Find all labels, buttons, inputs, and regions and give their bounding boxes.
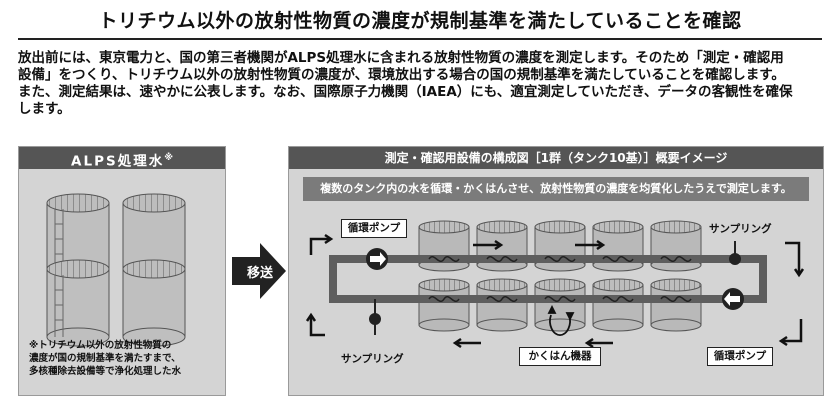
footnote-line: 多核種除去設備等で浄化処理した水 [29, 366, 182, 377]
sampling-valve-icon [369, 299, 381, 335]
pump-icon [366, 248, 388, 270]
tank-icon [418, 278, 470, 332]
tank-icon [534, 278, 586, 332]
page-title: トリチウム以外の放射性物質の濃度が規制基準を満たしていることを確認 [98, 10, 742, 32]
sampling-top-label: サンプリング [709, 223, 772, 235]
sampling-bottom-label: サンプリング [341, 353, 404, 365]
footnote-line: 濃度が国の規制基準を満たすまで、 [29, 353, 181, 364]
alps-water-footnote: ※トリチウム以外の放射性物質の 濃度が国の規制基準を満たすまで、 多核種除去設備… [29, 339, 223, 378]
circulation-flow-diagram [305, 220, 805, 349]
transfer-arrow-label: 移送 [246, 266, 273, 281]
transfer-arrow-icon [232, 243, 286, 299]
sampling-valve-icon [729, 241, 741, 265]
mixing-coil [428, 256, 692, 302]
tank-icon [650, 220, 702, 272]
intro-line: 設備」をつくり、トリチウム以外の放射性物質の濃度が、環境放出する場合の国の規制基… [18, 67, 785, 83]
intro-line: 放出前には、東京電力と、国の第三者機関がALPS処理水に含まれる放射性物質の濃度… [18, 50, 784, 66]
process-description-banner: 複数のタンク内の水を循環・かくはんさせ、放射性物質の濃度を均質化したうえで測定し… [303, 177, 809, 201]
tank-icon [476, 278, 528, 332]
alps-tanks-illustration [46, 193, 186, 347]
footnote-mark: ※ [164, 153, 173, 163]
tank-icon [592, 278, 644, 332]
tank-icon [650, 278, 702, 332]
footnote-line: ※トリチウム以外の放射性物質の [29, 340, 172, 351]
tank-icon [46, 259, 110, 347]
flow-arrow-icon [305, 233, 805, 349]
measurement-facility-header: 測定・確認用設備の構成図［1群（タンク10基）］概要イメージ [289, 147, 823, 169]
intro-text: 放出前には、東京電力と、国の第三者機関がALPS処理水に含まれる放射性物質の濃度… [18, 50, 824, 118]
alps-water-header: ALPS処理水※ [19, 147, 225, 170]
alps-water-title: ALPS処理水 [71, 153, 165, 170]
circulation-pipe [329, 255, 767, 303]
circulation-pump-bottom-label: 循環ポンプ [707, 347, 773, 366]
pump-icon [722, 288, 744, 310]
tank-icon [418, 220, 470, 272]
intro-line: また、測定結果は、速やかに公表します。なお、国際原子力機関（IAEA）にも、適宜… [18, 84, 793, 100]
circulation-pump-top-label: 循環ポンプ [341, 219, 407, 238]
tank-icon [122, 259, 186, 347]
alps-water-panel: ALPS処理水※ [18, 146, 226, 396]
agitator-icon [547, 304, 575, 336]
intro-line: します。 [18, 101, 71, 117]
title-rule [18, 38, 822, 40]
agitator-label: かくはん機器 [519, 347, 601, 366]
measurement-facility-panel: 測定・確認用設備の構成図［1群（タンク10基）］概要イメージ 複数のタンク内の水… [288, 146, 824, 396]
